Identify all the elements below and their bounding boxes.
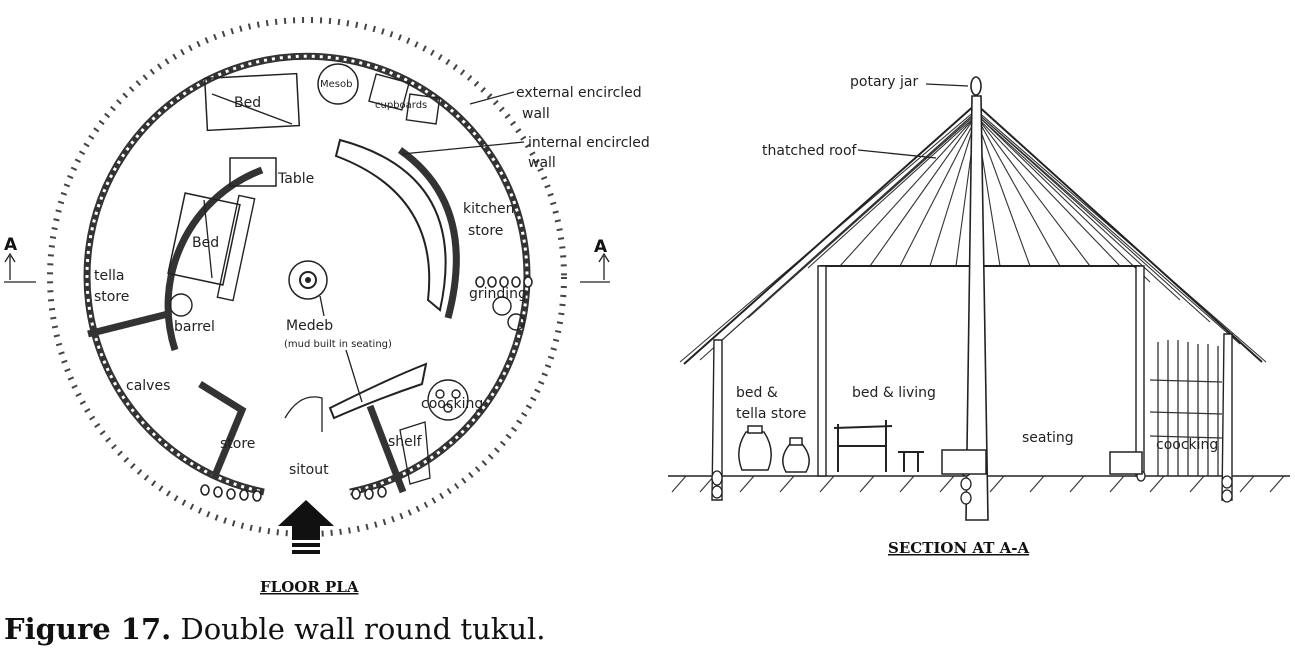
post-left-outer [711, 339, 723, 501]
figure-caption: Figure 17. Double wall round tukul. [4, 612, 546, 646]
label-kitchen-2: store [468, 223, 503, 239]
label-medeb: Medeb [286, 318, 333, 334]
entrance-arrow-icon [278, 500, 334, 554]
label-bed-outer: Bed [234, 95, 261, 111]
label-tella-2: store [94, 289, 129, 305]
post-left-inner [817, 265, 827, 477]
leader-thatched-roof [857, 149, 937, 159]
label-kitchen-1: kitchen [463, 201, 515, 217]
seating-block-right [1109, 451, 1143, 475]
roof-outline-right [975, 103, 1263, 363]
label-table: Table [277, 171, 314, 187]
label-bed-living: bed & living [852, 385, 936, 401]
post-right-inner [1135, 265, 1145, 477]
partition-tella [87, 310, 169, 338]
label-mesob: Mesob [320, 79, 352, 90]
label-coocking-plan: coocking [421, 396, 483, 412]
ground-hatch [671, 475, 1285, 493]
section-drawing: potary jar thatched roof bed & tella sto… [668, 74, 1290, 557]
cupboard-2 [405, 93, 441, 125]
perimeter-ring [47, 17, 567, 537]
cooking-hearth [427, 379, 469, 421]
label-tella-1: tella [94, 268, 124, 284]
stool [898, 451, 924, 472]
label-section-a-left: A [4, 235, 18, 255]
internal-wall-right [334, 138, 447, 312]
label-external-wall-1: external encircled [516, 85, 642, 101]
shelf-block [399, 421, 431, 485]
leader-potary-jar [925, 83, 969, 87]
section-marker-right [580, 252, 610, 283]
bench [216, 194, 256, 302]
medeb-hearth [288, 260, 328, 300]
potary-jar-top [970, 76, 982, 96]
label-potary-jar: potary jar [850, 74, 918, 90]
bed-frame [833, 420, 893, 472]
grinding-stones [492, 296, 525, 331]
partition-store-left [198, 381, 247, 480]
label-medeb-note: (mud built in seating) [284, 339, 392, 350]
label-shelf: shelf [388, 434, 423, 450]
roof-outline-left [683, 103, 977, 365]
label-internal-wall-1: internal encircled [528, 135, 650, 151]
plan-title: FLOOR PLA [260, 578, 359, 596]
seating-bench [328, 362, 428, 420]
internal-wall-right-mid [397, 147, 460, 319]
entrance-stones [200, 276, 533, 502]
label-cupboards: cupboards [375, 100, 427, 111]
central-pole [965, 95, 989, 521]
barrel [169, 293, 193, 317]
door-swing [284, 396, 323, 432]
label-grinding: grinding [469, 286, 527, 302]
internal-wall-left [164, 166, 264, 352]
section-title: SECTION AT A-A [888, 539, 1029, 557]
caption-text: Double wall round tukul. [171, 612, 546, 646]
bed-inner [167, 192, 241, 286]
bed-outer [203, 72, 301, 132]
label-bed-tella-2: tella store [736, 406, 806, 422]
external-wall [83, 52, 531, 496]
label-store: store [220, 436, 255, 452]
label-barrel: barrel [174, 319, 215, 335]
label-calves: calves [126, 378, 170, 394]
foundation-stones [711, 463, 1233, 505]
section-marker-left [4, 252, 36, 283]
cooking-screen [1149, 340, 1223, 476]
label-seating: seating [1022, 430, 1074, 446]
label-sitout: sitout [289, 462, 329, 478]
label-coocking-section: coocking [1156, 437, 1218, 453]
cupboard-1 [368, 73, 410, 111]
post-right-outer [1221, 333, 1233, 501]
table [229, 157, 277, 187]
label-internal-wall-2: wall [528, 155, 556, 171]
partition-shelf [366, 404, 407, 494]
label-external-wall-2: wall [522, 106, 550, 122]
label-section-a-right: A [594, 237, 608, 257]
label-bed-inner: Bed [192, 235, 219, 251]
floor-plan: Bed Mesob cupboards external encircled w… [4, 17, 650, 596]
label-bed-tella-1: bed & [736, 385, 778, 401]
label-thatched-roof: thatched roof [762, 143, 858, 159]
seating-block-left [941, 449, 987, 475]
caption-label: Figure 17. [4, 612, 172, 646]
mesob [317, 63, 359, 105]
clay-pots [738, 425, 810, 473]
thatched-roof [679, 109, 1267, 363]
